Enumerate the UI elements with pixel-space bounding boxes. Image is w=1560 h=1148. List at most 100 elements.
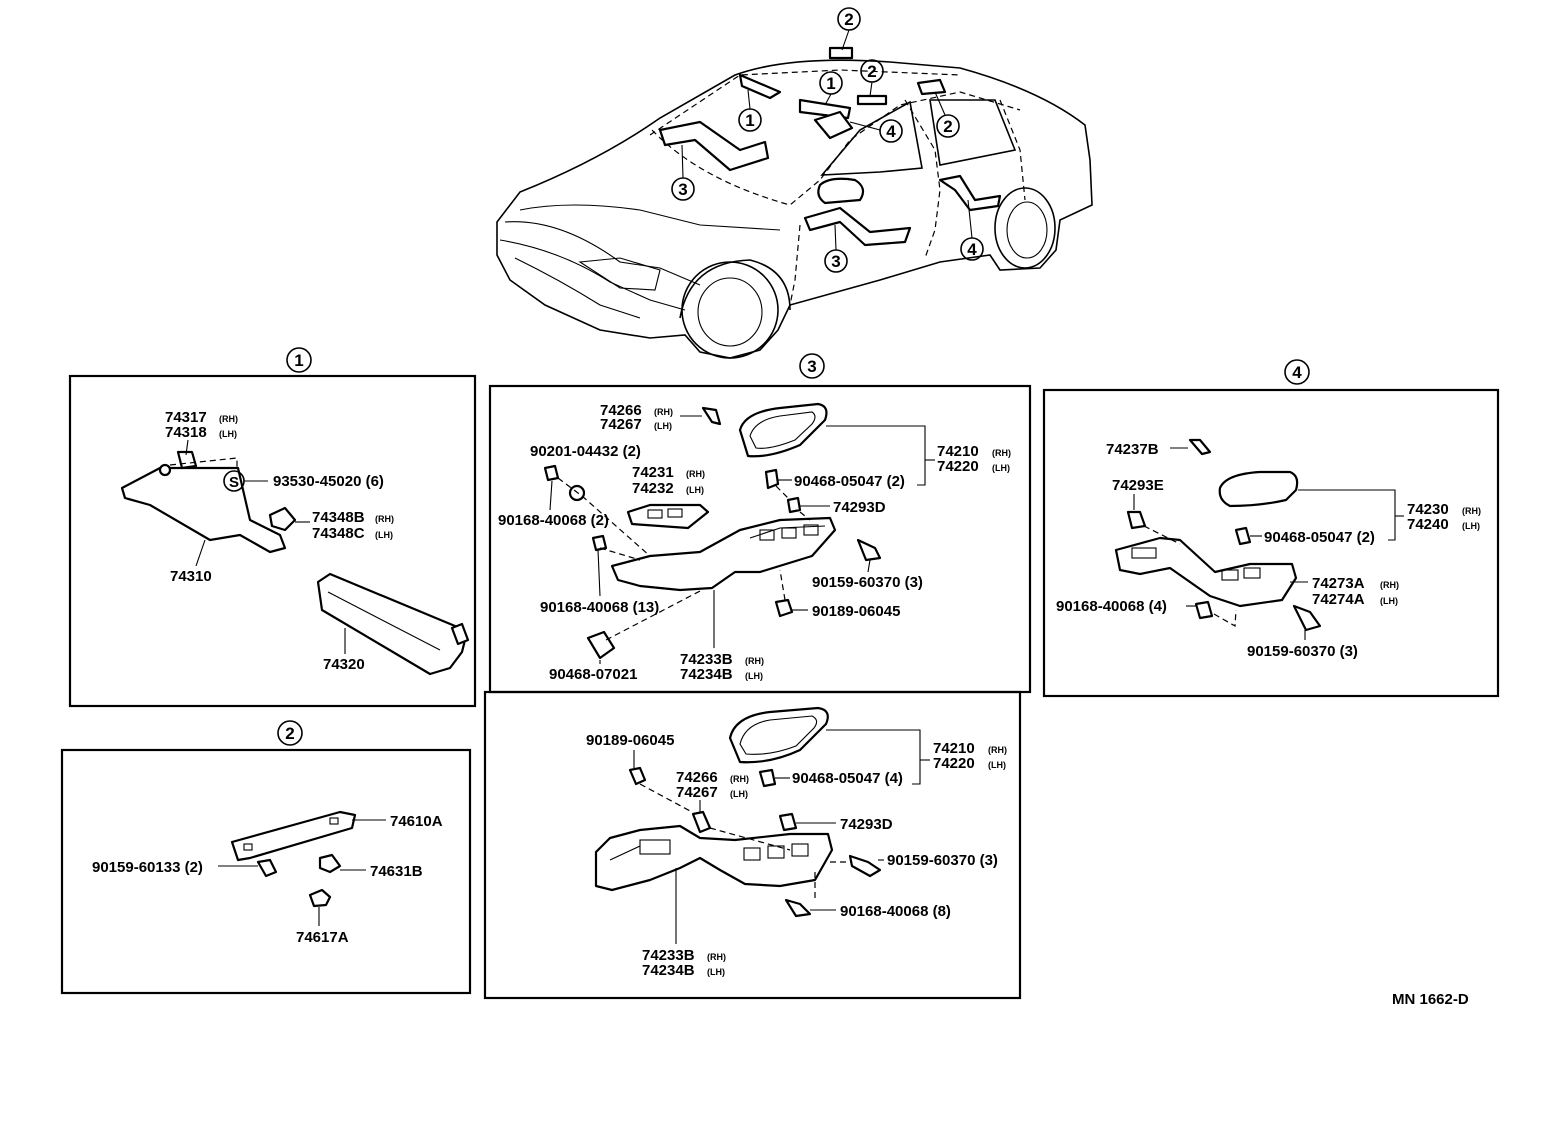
svg-text:74231: 74231 bbox=[632, 464, 674, 481]
svg-text:74320: 74320 bbox=[323, 656, 365, 673]
svg-text:74230: 74230 bbox=[1407, 501, 1449, 518]
section-4-rear-door-armrest: 4 74237B 74293E 74230 (RH) 74240 (LH) 90… bbox=[1042, 359, 1500, 698]
svg-text:3: 3 bbox=[831, 252, 840, 271]
car-callout-3a: 3 bbox=[671, 144, 695, 201]
svg-text:93530-45020 (6): 93530-45020 (6) bbox=[273, 473, 384, 490]
svg-text:(LH): (LH) bbox=[686, 485, 704, 495]
svg-text:(RH): (RH) bbox=[745, 656, 764, 666]
svg-text:74617A: 74617A bbox=[296, 929, 349, 946]
svg-text:90468-05047 (2): 90468-05047 (2) bbox=[794, 473, 905, 490]
svg-text:74610A: 74610A bbox=[390, 813, 443, 830]
svg-text:2: 2 bbox=[867, 62, 876, 81]
svg-text:2: 2 bbox=[943, 117, 952, 136]
svg-text:74234B: 74234B bbox=[680, 666, 733, 683]
svg-text:(RH): (RH) bbox=[988, 745, 1007, 755]
svg-text:74317: 74317 bbox=[165, 409, 207, 426]
svg-text:74233B: 74233B bbox=[642, 947, 695, 964]
svg-text:90189-06045: 90189-06045 bbox=[586, 732, 674, 749]
svg-text:74293E: 74293E bbox=[1112, 477, 1164, 494]
svg-text:74293D: 74293D bbox=[833, 499, 886, 516]
svg-text:4: 4 bbox=[1292, 363, 1302, 382]
svg-text:(LH): (LH) bbox=[745, 671, 763, 681]
section-3-front-armrest: 3 74266 (RH) 74267 bbox=[488, 353, 1032, 694]
svg-text:74267: 74267 bbox=[600, 416, 642, 433]
svg-text:3: 3 bbox=[678, 180, 687, 199]
svg-text:(RH): (RH) bbox=[375, 514, 394, 524]
svg-text:(RH): (RH) bbox=[686, 469, 705, 479]
svg-text:74631B: 74631B bbox=[370, 863, 423, 880]
svg-text:90201-04432 (2): 90201-04432 (2) bbox=[530, 443, 641, 460]
svg-text:90159-60133 (2): 90159-60133 (2) bbox=[92, 859, 203, 876]
svg-text:1: 1 bbox=[745, 111, 754, 130]
car-callout-2b: 2 bbox=[860, 59, 884, 97]
svg-text:90189-06045: 90189-06045 bbox=[812, 603, 900, 620]
svg-text:(RH): (RH) bbox=[1380, 580, 1399, 590]
svg-text:S: S bbox=[229, 474, 239, 491]
svg-text:74237B: 74237B bbox=[1106, 441, 1159, 458]
svg-text:90468-07021: 90468-07021 bbox=[549, 666, 637, 683]
svg-text:1: 1 bbox=[294, 351, 303, 370]
svg-text:74234B: 74234B bbox=[642, 962, 695, 979]
svg-text:(LH): (LH) bbox=[730, 789, 748, 799]
svg-text:74293D: 74293D bbox=[840, 816, 893, 833]
svg-text:(LH): (LH) bbox=[992, 463, 1010, 473]
svg-text:(LH): (LH) bbox=[375, 530, 393, 540]
svg-text:90168-40068 (8): 90168-40068 (8) bbox=[840, 903, 951, 920]
svg-text:74274A: 74274A bbox=[1312, 591, 1365, 608]
svg-text:(LH): (LH) bbox=[1380, 596, 1398, 606]
svg-text:(LH): (LH) bbox=[1462, 521, 1480, 531]
svg-text:74348C: 74348C bbox=[312, 525, 365, 542]
car-callout-2c: 2 bbox=[934, 91, 960, 138]
svg-text:2: 2 bbox=[844, 10, 853, 29]
svg-text:90159-60370 (3): 90159-60370 (3) bbox=[887, 852, 998, 869]
section-2-grip: 2 74610A 90159-60133 (2) 74631B 74617A bbox=[60, 720, 472, 995]
svg-text:74266: 74266 bbox=[600, 402, 642, 419]
svg-text:74348B: 74348B bbox=[312, 509, 365, 526]
svg-text:74220: 74220 bbox=[937, 458, 979, 475]
svg-text:4: 4 bbox=[886, 122, 896, 141]
svg-text:74273A: 74273A bbox=[1312, 575, 1365, 592]
svg-text:(LH): (LH) bbox=[707, 967, 725, 977]
car-callout-4a: 4 bbox=[849, 119, 903, 143]
car-overview: 2 1 2 1 4 2 3 bbox=[496, 7, 1093, 359]
svg-text:74210: 74210 bbox=[933, 740, 975, 757]
svg-text:74267: 74267 bbox=[676, 784, 718, 801]
svg-text:90159-60370 (3): 90159-60370 (3) bbox=[812, 574, 923, 591]
svg-text:(RH): (RH) bbox=[654, 407, 673, 417]
car-callout-4b: 4 bbox=[960, 199, 984, 261]
svg-text:74232: 74232 bbox=[632, 480, 674, 497]
svg-text:4: 4 bbox=[967, 240, 977, 259]
svg-text:(RH): (RH) bbox=[730, 774, 749, 784]
svg-text:74233B: 74233B bbox=[680, 651, 733, 668]
svg-text:90468-05047 (2): 90468-05047 (2) bbox=[1264, 529, 1375, 546]
svg-text:90468-05047 (4): 90468-05047 (4) bbox=[792, 770, 903, 787]
diagram-code: MN 1662-D bbox=[1392, 991, 1469, 1008]
svg-text:(LH): (LH) bbox=[988, 760, 1006, 770]
car-callout-1c: 1 bbox=[738, 89, 762, 132]
svg-text:1: 1 bbox=[826, 74, 835, 93]
car-callout-1b: 1 bbox=[819, 71, 843, 106]
svg-text:3: 3 bbox=[807, 357, 816, 376]
svg-text:90168-40068 (13): 90168-40068 (13) bbox=[540, 599, 659, 616]
svg-text:(RH): (RH) bbox=[219, 414, 238, 424]
svg-text:90168-40068 (2): 90168-40068 (2) bbox=[498, 512, 609, 529]
svg-text:74210: 74210 bbox=[937, 443, 979, 460]
svg-text:74240: 74240 bbox=[1407, 516, 1449, 533]
svg-text:74318: 74318 bbox=[165, 424, 207, 441]
svg-text:74310: 74310 bbox=[170, 568, 212, 585]
car-callout-1a: 2 bbox=[837, 7, 861, 51]
svg-text:2: 2 bbox=[285, 724, 294, 743]
svg-text:90159-60370 (3): 90159-60370 (3) bbox=[1247, 643, 1358, 660]
section-1-sun-visor: 1 S 74317 (RH) 74318 (LH) 93530-45020 (6… bbox=[68, 347, 477, 708]
svg-text:(LH): (LH) bbox=[219, 429, 237, 439]
svg-text:74220: 74220 bbox=[933, 755, 975, 772]
svg-text:(RH): (RH) bbox=[992, 448, 1011, 458]
section-3-rear-armrest: 90189-06045 74210 (RH) 74220 (LH) 74266 … bbox=[483, 690, 1022, 1000]
car-callout-3b: 3 bbox=[824, 224, 848, 273]
svg-text:74266: 74266 bbox=[676, 769, 718, 786]
svg-text:(LH): (LH) bbox=[654, 421, 672, 431]
svg-text:90168-40068 (4): 90168-40068 (4) bbox=[1056, 598, 1167, 615]
svg-text:(RH): (RH) bbox=[1462, 506, 1481, 516]
svg-text:(RH): (RH) bbox=[707, 952, 726, 962]
